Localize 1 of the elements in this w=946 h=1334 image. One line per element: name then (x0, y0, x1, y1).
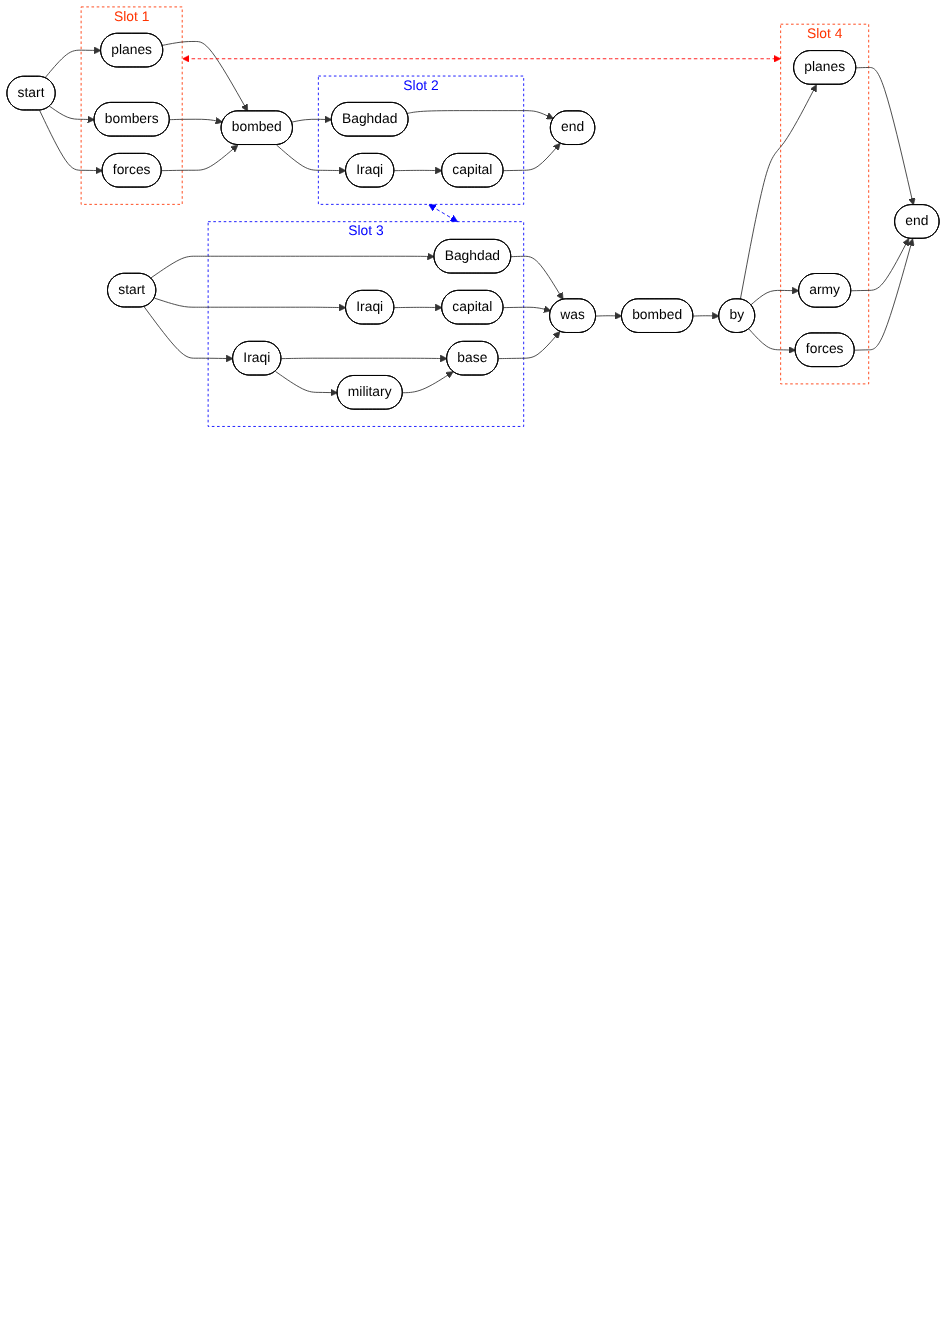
arrow (428, 204, 458, 222)
